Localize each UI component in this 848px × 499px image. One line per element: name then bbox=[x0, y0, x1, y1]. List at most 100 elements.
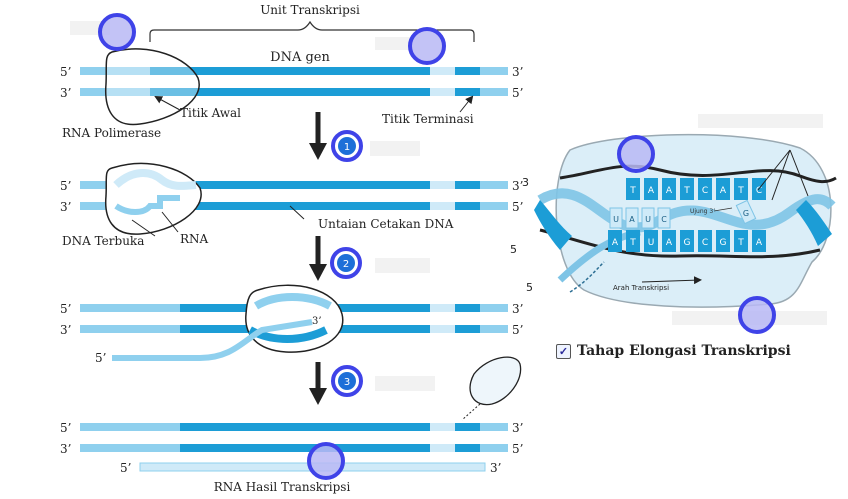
prime-3-label: 3’ bbox=[512, 421, 523, 435]
base-tile bbox=[657, 207, 671, 229]
rna-polymerase-blob bbox=[104, 48, 200, 126]
base-tile bbox=[608, 230, 622, 252]
base-tile bbox=[716, 178, 730, 200]
ujung-label: Ujung 3’ bbox=[690, 208, 715, 215]
cetakan-pointer bbox=[289, 205, 305, 220]
redacted-box bbox=[370, 141, 420, 156]
prime-3-label: 3’ bbox=[512, 179, 523, 193]
arah-label: Arah Transkripsi bbox=[613, 284, 669, 292]
stage-opening: 5’ 3’ 3’ 5’ Untaian Cetakan DNA DNA Terb… bbox=[60, 162, 523, 248]
dna-bottom-strand bbox=[80, 88, 508, 96]
dna-top-strand bbox=[80, 67, 508, 75]
base-tile bbox=[698, 178, 712, 200]
base-tile bbox=[735, 199, 757, 225]
helix-rna-bases: U A U C G bbox=[609, 199, 757, 229]
base-letter: U bbox=[645, 215, 651, 224]
label-marker[interactable] bbox=[98, 13, 136, 51]
base-tile bbox=[644, 230, 658, 252]
elongation-detail: T A A T C A T C A T U A G bbox=[510, 133, 837, 308]
base-letter: G bbox=[720, 238, 727, 248]
base-letter: G bbox=[743, 209, 749, 218]
base-tile bbox=[662, 178, 676, 200]
dna-terbuka-label: DNA Terbuka bbox=[62, 234, 144, 248]
label-marker[interactable] bbox=[617, 135, 655, 173]
rna-transcript bbox=[112, 319, 313, 361]
step-number: 3 bbox=[344, 377, 350, 388]
unit-transkripsi-label: Unit Transkripsi bbox=[260, 3, 360, 17]
detail-end-label-5: 5 bbox=[526, 281, 533, 294]
base-tile bbox=[698, 230, 712, 252]
prime-5-label: 5’ bbox=[120, 461, 131, 475]
prime-5-label: 5’ bbox=[95, 351, 106, 365]
base-letter: A bbox=[666, 238, 673, 248]
prime-5-label: 5’ bbox=[512, 442, 523, 456]
base-tile bbox=[734, 178, 748, 200]
base-letter: A bbox=[612, 238, 619, 248]
base-tile bbox=[680, 230, 694, 252]
nucleotide-pointer bbox=[789, 149, 809, 197]
step-badge-1[interactable]: 1 bbox=[331, 130, 363, 162]
caption-text: Tahap Elongasi Transkripsi bbox=[577, 343, 791, 359]
prime-3-label: 3’ bbox=[490, 461, 501, 475]
base-letter: C bbox=[661, 215, 667, 224]
base-letter: T bbox=[737, 238, 744, 248]
base-letter: A bbox=[720, 186, 727, 196]
base-letter: T bbox=[737, 186, 744, 196]
base-letter: A bbox=[648, 186, 655, 196]
step-arrow-3 bbox=[309, 362, 327, 405]
untaian-cetakan-label: Untaian Cetakan DNA bbox=[318, 217, 454, 231]
prime-5-label: 5’ bbox=[60, 179, 71, 193]
base-letter: A bbox=[756, 238, 763, 248]
helix-strand-dark bbox=[539, 228, 821, 259]
base-letter: G bbox=[684, 238, 691, 248]
opened-strand bbox=[253, 293, 332, 310]
label-markers bbox=[98, 13, 776, 480]
step-badge-3[interactable]: 3 bbox=[331, 365, 363, 397]
prime-3-label: 3’ bbox=[60, 323, 71, 337]
prime-5-label: 5’ bbox=[512, 323, 523, 337]
step-arrow-1 bbox=[309, 112, 327, 160]
label-marker[interactable] bbox=[408, 27, 446, 65]
step-badge-2[interactable]: 2 bbox=[330, 247, 362, 279]
stage-elongation: 3’ 5’ 3’ 3’ 5’ 5’ bbox=[60, 284, 523, 365]
base-tile bbox=[626, 230, 640, 252]
prime-3-label: 3’ bbox=[60, 200, 71, 214]
base-tile bbox=[644, 178, 658, 200]
base-letter: T bbox=[629, 186, 636, 196]
base-letter: A bbox=[629, 215, 635, 224]
helix-end-right bbox=[796, 200, 832, 246]
redacted-box bbox=[375, 258, 430, 273]
stage-initiation: Unit Transkripsi DNA gen 5’ 3’ 3’ 5’ Tit… bbox=[60, 3, 523, 140]
direction-arrow bbox=[641, 276, 702, 285]
base-letter: A bbox=[666, 186, 673, 196]
step-arrow-2 bbox=[309, 236, 327, 281]
prime-3-label: 3’ bbox=[60, 442, 71, 456]
rna-polimerase-label: RNA Polimerase bbox=[62, 126, 161, 140]
release-pointer bbox=[461, 403, 481, 421]
titik-awal-pointer bbox=[154, 96, 181, 111]
step-number: 1 bbox=[344, 142, 350, 153]
caption-checkbox[interactable]: ✓ bbox=[556, 343, 571, 359]
base-letter: U bbox=[648, 238, 655, 248]
rna-label: RNA bbox=[180, 232, 209, 246]
dna-top-strand bbox=[80, 423, 508, 431]
helix-top-bases: T A A T C A T C bbox=[626, 178, 766, 200]
dna-bottom-strand bbox=[80, 444, 508, 452]
helix-end-left bbox=[534, 200, 572, 250]
label-marker[interactable] bbox=[307, 442, 345, 480]
prime-5-label: 5’ bbox=[60, 421, 71, 435]
titik-terminasi-pointer bbox=[459, 95, 474, 113]
detail-end-label-5: 5 bbox=[510, 243, 517, 256]
nucleotide-pointer bbox=[757, 149, 791, 191]
prime-3-label: 3’ bbox=[512, 302, 523, 316]
prime-3-label: 3’ bbox=[60, 86, 71, 100]
prime-5-label: 5’ bbox=[60, 302, 71, 316]
base-letter: C bbox=[702, 238, 708, 248]
prime-5-label: 5’ bbox=[512, 86, 523, 100]
base-tile bbox=[734, 230, 748, 252]
base-tile bbox=[752, 230, 766, 252]
base-tile bbox=[626, 178, 640, 200]
label-marker[interactable] bbox=[738, 296, 776, 334]
base-letter: U bbox=[613, 215, 619, 224]
